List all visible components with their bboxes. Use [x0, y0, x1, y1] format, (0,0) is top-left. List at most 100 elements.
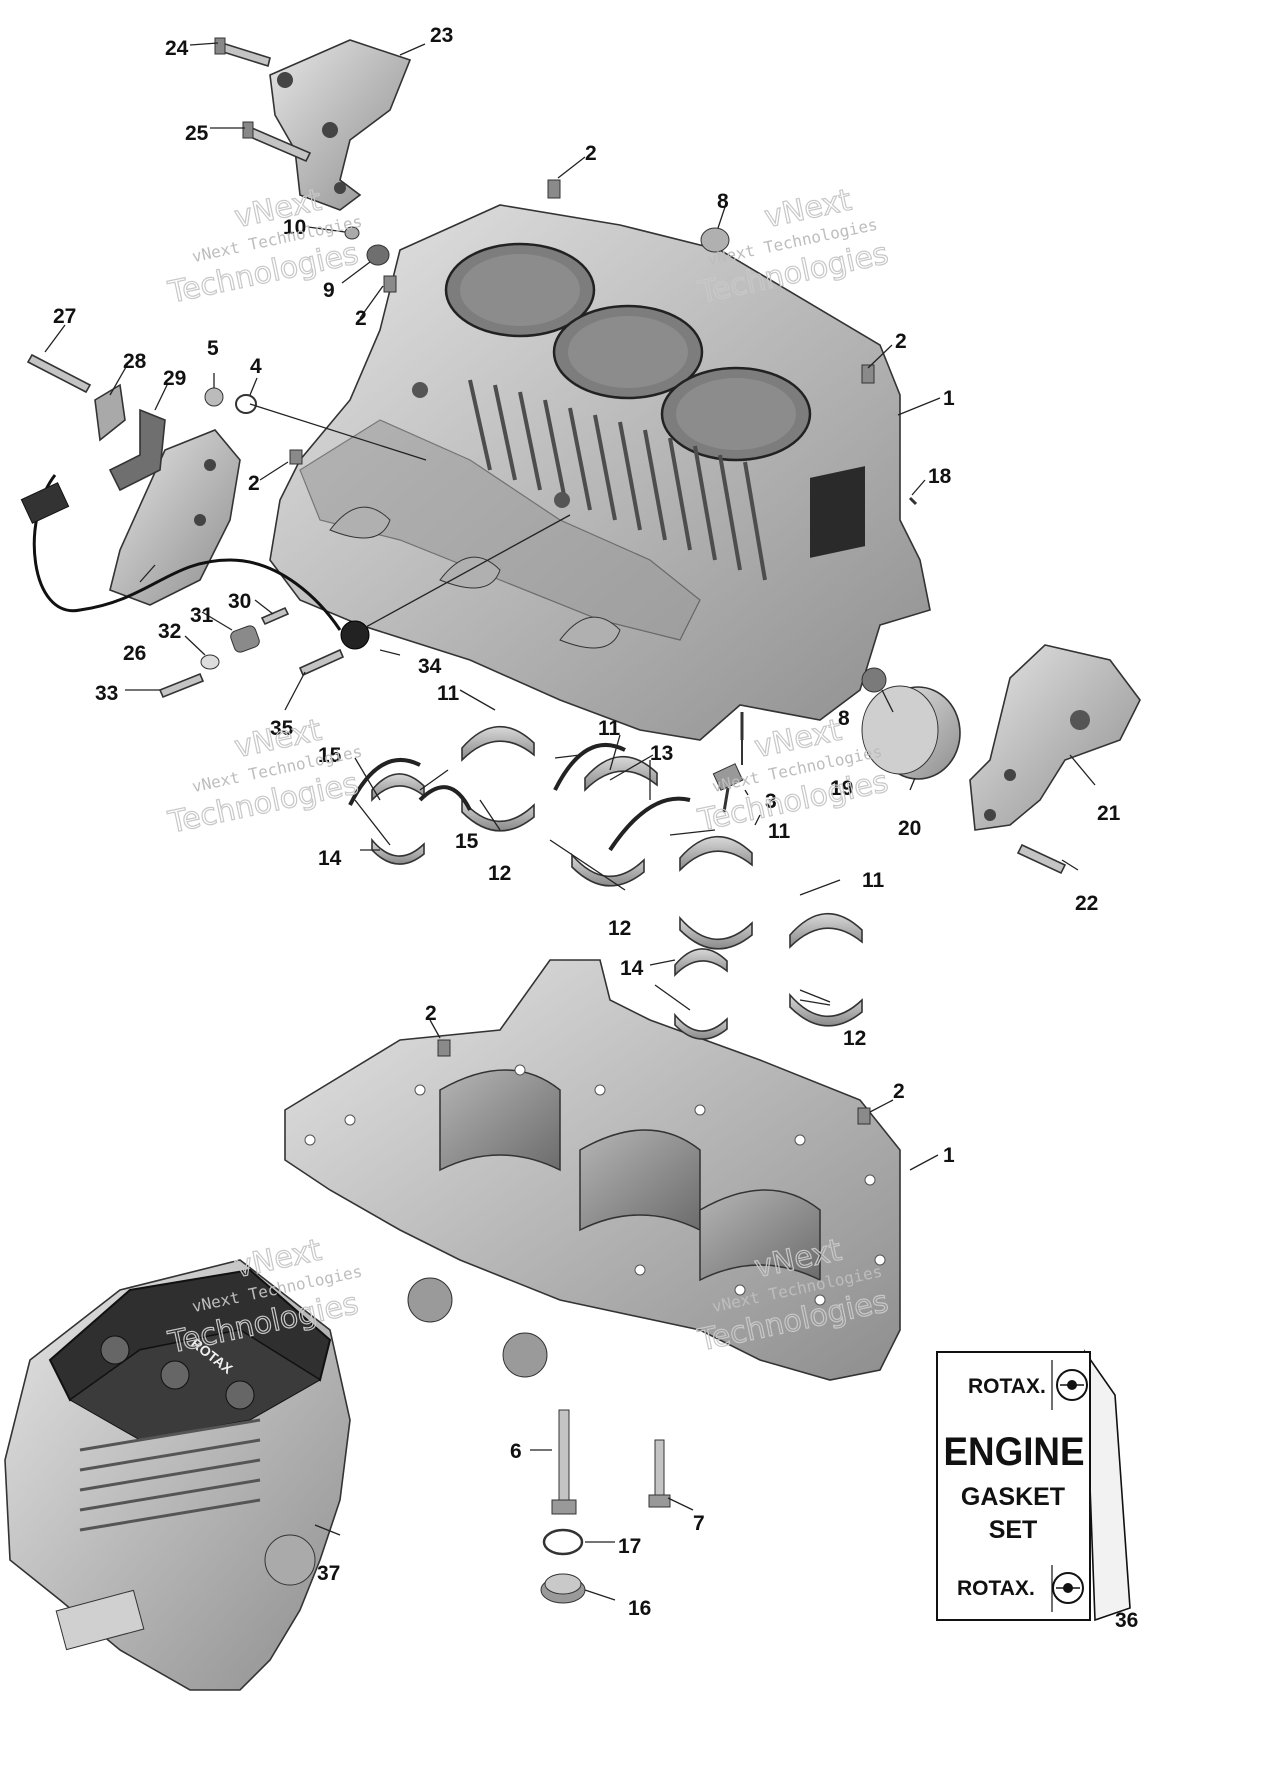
dowel-2-a — [547, 179, 561, 199]
spacer-31 — [230, 625, 260, 653]
callout-2-b: 2 — [895, 330, 907, 353]
callout-2-f: 2 — [893, 1080, 905, 1103]
bearing-lower-12-a — [461, 797, 535, 832]
bearing-lower-12-b — [571, 852, 645, 887]
oil-nozzle-3 — [712, 712, 744, 813]
bolt-24 — [214, 37, 271, 68]
callout-18: 18 — [928, 465, 952, 488]
callout-35: 35 — [270, 717, 294, 740]
sensor-connector — [20, 482, 70, 524]
callout-1-upper: 1 — [943, 387, 955, 410]
callout-27: 27 — [53, 305, 76, 328]
callout-16: 16 — [628, 1597, 651, 1620]
callout-11-b: 11 — [598, 717, 621, 740]
callout-8-b: 8 — [838, 707, 850, 730]
callout-12-b: 12 — [608, 917, 631, 940]
plug-9 — [366, 244, 390, 266]
callout-9: 9 — [323, 279, 335, 302]
bolt-22 — [1016, 843, 1067, 875]
callout-13: 13 — [650, 742, 673, 765]
callout-11-c: 11 — [768, 820, 791, 843]
knock-sensor-34 — [340, 620, 370, 650]
thrust-washer-15-b — [418, 785, 472, 811]
callout-34: 34 — [418, 655, 442, 678]
thrust-bearing-14-b — [674, 948, 728, 1040]
engine-mount-bracket-right — [969, 644, 1141, 831]
callout-36: 36 — [1115, 1609, 1138, 1632]
callout-numbers: 1 1 2 2 2 2 2 2 3 4 5 6 7 8 8 9 10 11 11… — [53, 24, 1138, 1632]
bolt-25 — [242, 121, 312, 163]
card-title: ENGINE — [943, 1430, 1084, 1475]
engine-gasket-set-card: ROTAX. ENGINE GASKET SET ROTAX. — [936, 1349, 1131, 1622]
bearing-upper-11-c — [679, 835, 753, 872]
dowel-2-f — [857, 1107, 871, 1125]
bolt-35 — [298, 648, 345, 677]
callout-28: 28 — [123, 350, 147, 373]
plug-8-b — [861, 667, 887, 693]
callout-8-a: 8 — [717, 190, 729, 213]
bolt-33 — [158, 672, 205, 699]
engine-mount-bracket-top — [269, 39, 412, 211]
plug-8-a — [700, 227, 730, 253]
callout-29: 29 — [163, 367, 186, 390]
callout-33: 33 — [95, 682, 118, 705]
callout-12-c: 12 — [843, 1027, 866, 1050]
callout-2-a: 2 — [585, 142, 597, 165]
callout-26: 26 — [123, 642, 146, 665]
sensor-cable — [32, 474, 342, 631]
callout-3: 3 — [765, 790, 777, 813]
callout-10: 10 — [283, 216, 306, 239]
callout-21: 21 — [1097, 802, 1121, 825]
dowel-2-b — [861, 364, 875, 384]
callout-17: 17 — [618, 1535, 641, 1558]
bearing-upper-11-a — [461, 725, 535, 762]
o-ring-17 — [542, 1528, 584, 1556]
engine-mount-bracket-left — [109, 429, 241, 606]
bearing-lower-12-d — [789, 992, 863, 1027]
callout-23: 23 — [430, 24, 453, 47]
callout-30: 30 — [228, 590, 251, 613]
lower-crankcase — [284, 959, 901, 1381]
end-cover-20 — [861, 685, 961, 780]
callout-1-lower: 1 — [943, 1144, 955, 1167]
bearing-upper-11-b — [584, 755, 658, 792]
bearing-upper-11-d — [789, 912, 863, 949]
bolt-7 — [648, 1439, 671, 1508]
callout-11-d: 11 — [862, 869, 885, 892]
callout-15-b: 15 — [455, 830, 479, 853]
dowel-2-d — [289, 449, 303, 465]
sensor-cover-29 — [108, 408, 166, 492]
callout-14-a: 14 — [318, 847, 342, 870]
fitting-10 — [344, 226, 360, 240]
callout-2-e: 2 — [425, 1002, 437, 1025]
dowel-2-c — [383, 275, 397, 293]
callout-37: 37 — [317, 1562, 340, 1585]
upper-crankcase — [269, 204, 931, 741]
o-ring-4 — [235, 394, 257, 414]
sensor-18 — [908, 496, 918, 506]
leader-lines — [44, 42, 1096, 1601]
drain-plug-16 — [540, 1573, 586, 1604]
callout-20: 20 — [898, 817, 921, 840]
watermark-top-right: vNext vNext Technologies Technologies — [694, 182, 892, 311]
thrust-washer-13-b — [608, 796, 691, 852]
sensor-bracket-28 — [94, 383, 126, 442]
card-subtitle-2: SET — [989, 1516, 1038, 1544]
callout-5: 5 — [207, 337, 219, 360]
callout-2-d: 2 — [248, 472, 260, 495]
callout-12-a: 12 — [488, 862, 511, 885]
plug-5 — [204, 387, 224, 407]
callout-22: 22 — [1075, 892, 1098, 915]
callout-4: 4 — [250, 355, 262, 378]
card-brand-top: ROTAX. — [968, 1375, 1046, 1398]
callout-7: 7 — [693, 1512, 705, 1535]
callout-14-b: 14 — [620, 957, 644, 980]
callout-19: 19 — [830, 777, 853, 800]
card-brand-bottom: ROTAX. — [957, 1577, 1035, 1600]
watermark-mid-left: vNext vNext Technologies Technologies — [164, 712, 364, 841]
callout-31: 31 — [190, 604, 214, 627]
complete-engine-assembly: ROTAX — [4, 1259, 351, 1691]
card-subtitle-1: GASKET — [961, 1483, 1065, 1511]
callout-11-a: 11 — [437, 682, 460, 705]
